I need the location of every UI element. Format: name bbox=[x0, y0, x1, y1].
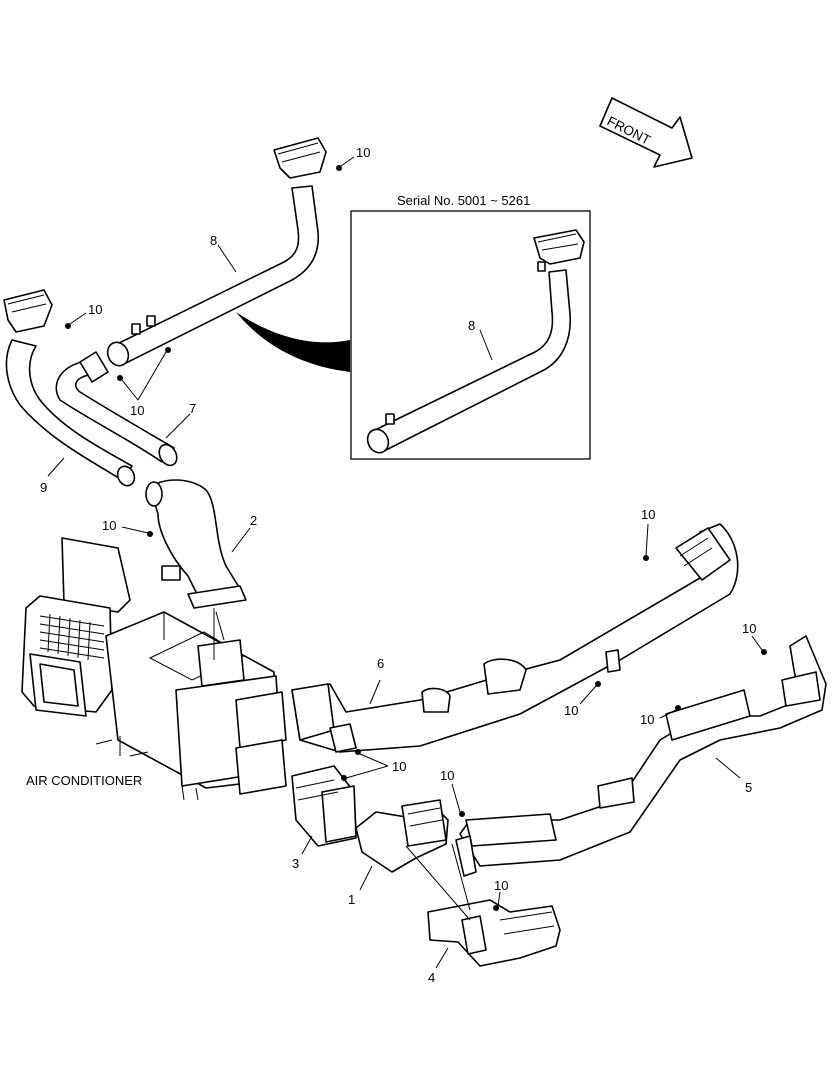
callout-10-e: 10 bbox=[641, 507, 655, 522]
duct-3: 3 bbox=[291, 765, 357, 871]
alignment-lines bbox=[213, 608, 471, 921]
bolt-10-j: 10 bbox=[440, 768, 465, 817]
callout-10-j: 10 bbox=[440, 768, 454, 783]
callout-10-i: 10 bbox=[392, 759, 406, 774]
bolt-10-f: 10 bbox=[742, 621, 767, 655]
callout-6: 6 bbox=[377, 656, 384, 671]
callout-10-b: 10 bbox=[88, 302, 102, 317]
duct-1: 1 bbox=[348, 799, 449, 907]
callout-10-h: 10 bbox=[640, 712, 654, 727]
inset-callout-8: 8 bbox=[468, 318, 475, 333]
callout-4: 4 bbox=[428, 970, 435, 985]
duct-5: 5 bbox=[455, 635, 827, 877]
air-conditioner-unit: AIR CONDITIONER bbox=[21, 537, 287, 801]
air-conditioner-label: AIR CONDITIONER bbox=[26, 773, 142, 788]
callout-10-d: 10 bbox=[102, 518, 116, 533]
bolt-10-b: 10 bbox=[65, 302, 102, 329]
callout-3: 3 bbox=[292, 856, 299, 871]
callout-2: 2 bbox=[250, 513, 257, 528]
filter-grille bbox=[39, 613, 105, 661]
bolt-10-h: 10 bbox=[640, 705, 681, 727]
callout-7: 7 bbox=[189, 401, 196, 416]
callout-10-g: 10 bbox=[564, 703, 578, 718]
callout-10-a: 10 bbox=[356, 145, 370, 160]
bolt-10-a: 10 bbox=[336, 145, 370, 171]
callout-10-f: 10 bbox=[742, 621, 756, 636]
duct-6: 6 bbox=[291, 523, 739, 753]
bolt-10-d: 10 bbox=[102, 518, 153, 537]
callout-5: 5 bbox=[745, 780, 752, 795]
duct-7: 7 bbox=[55, 351, 196, 467]
callout-1: 1 bbox=[348, 892, 355, 907]
duct-8: 8 bbox=[106, 137, 327, 367]
callout-8: 8 bbox=[210, 233, 217, 248]
callout-10-c: 10 bbox=[130, 403, 144, 418]
bolt-10-g: 10 bbox=[564, 681, 601, 718]
inset-frame bbox=[350, 210, 591, 460]
inset-title: Serial No. 5001 ~ 5261 bbox=[397, 193, 530, 208]
front-direction-arrow: FRONT bbox=[599, 97, 693, 168]
bolt-callouts: 10 10 10 10 10 10 bbox=[65, 145, 767, 911]
bolt-10-k: 10 bbox=[493, 878, 508, 911]
bolt-10-c: 10 bbox=[117, 347, 171, 418]
duct-9: 9 bbox=[3, 289, 136, 495]
inset-duct-8: 8 bbox=[366, 229, 585, 454]
bolt-10-e: 10 bbox=[641, 507, 655, 561]
duct-4: 4 bbox=[427, 899, 561, 985]
callout-9: 9 bbox=[40, 480, 47, 495]
inset-pointer bbox=[236, 312, 350, 372]
serial-inset: Serial No. 5001 ~ 5261 8 bbox=[236, 193, 591, 460]
duct-2: 2 bbox=[145, 479, 257, 609]
bolt-10-i: 10 bbox=[341, 749, 406, 781]
callout-10-k: 10 bbox=[494, 878, 508, 893]
